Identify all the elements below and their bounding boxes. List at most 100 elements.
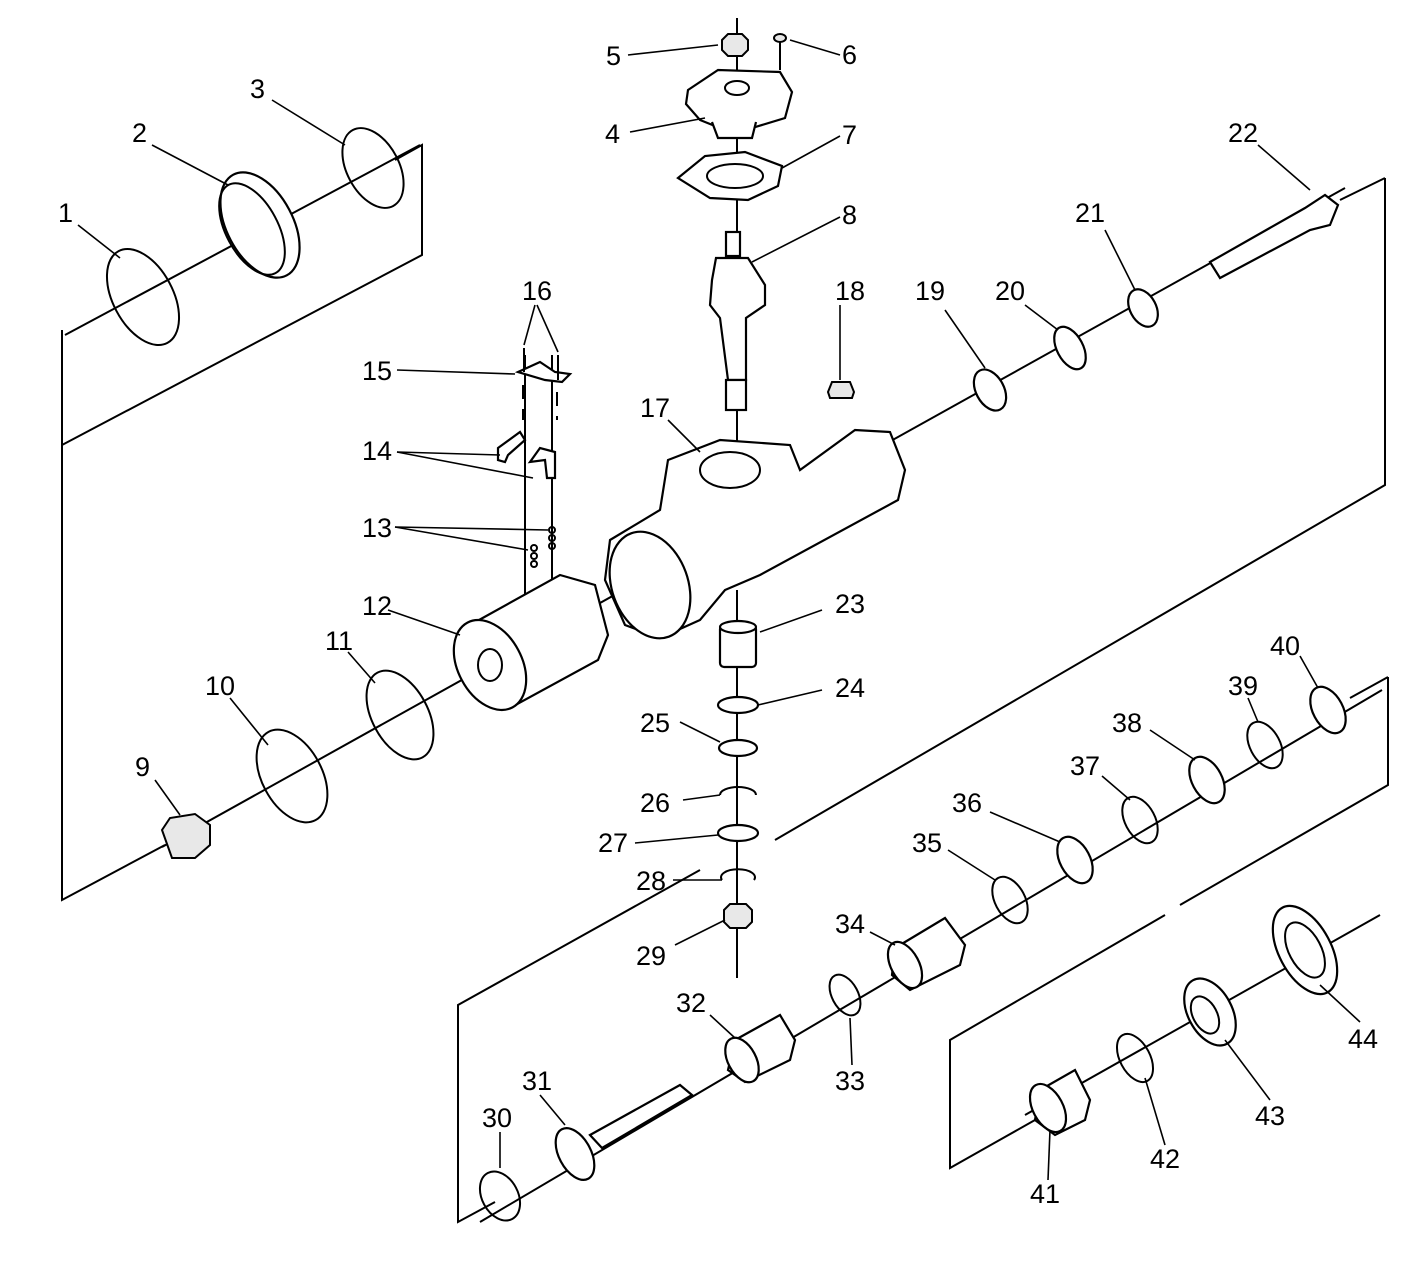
part-35-ring bbox=[991, 875, 1029, 925]
callout-31: 31 bbox=[522, 1066, 552, 1096]
part-21-washer bbox=[1127, 288, 1159, 328]
part-5-lock-nut bbox=[721, 33, 749, 57]
parts bbox=[105, 33, 1347, 1222]
part-39-ring bbox=[1246, 720, 1284, 770]
part-23-bushing-top bbox=[718, 619, 758, 635]
callout-33: 33 bbox=[835, 1066, 865, 1096]
part-17-housing-bore bbox=[608, 530, 692, 640]
callout-27: 27 bbox=[598, 828, 628, 858]
callout-11: 11 bbox=[325, 626, 353, 656]
part-33-ring bbox=[828, 973, 862, 1017]
part-12-piston-bore bbox=[477, 648, 503, 682]
part-30-ring bbox=[478, 1170, 522, 1222]
part-34-sleeve-face bbox=[886, 940, 924, 990]
part-10-ring bbox=[255, 728, 329, 824]
callout-2: 2 bbox=[132, 118, 147, 148]
part-27-seal bbox=[716, 823, 760, 843]
part-12-piston-face bbox=[452, 618, 528, 712]
part-36-seal bbox=[1056, 835, 1094, 885]
part-40-seal bbox=[1309, 685, 1347, 735]
callout-30: 30 bbox=[482, 1103, 512, 1133]
callout-41: 41 bbox=[1030, 1179, 1060, 1209]
panel-right-main bbox=[774, 178, 1386, 841]
callout-36: 36 bbox=[952, 788, 982, 818]
callout-15: 15 bbox=[362, 356, 392, 386]
callout-4: 4 bbox=[605, 119, 620, 149]
part-37-ring bbox=[1121, 795, 1159, 845]
panel-right-lower bbox=[1179, 677, 1389, 906]
callout-43: 43 bbox=[1255, 1101, 1285, 1131]
part-2-end-cover bbox=[219, 171, 301, 279]
part-44-lock-nut bbox=[1271, 904, 1339, 996]
callout-10: 10 bbox=[205, 671, 235, 701]
part-14-ball-guide-right bbox=[527, 446, 557, 480]
callout-20: 20 bbox=[995, 276, 1025, 306]
panel-right-lower-top bbox=[1349, 676, 1389, 699]
part-41-plug-face bbox=[1028, 1082, 1068, 1134]
callout-40: 40 bbox=[1270, 631, 1300, 661]
callout-37: 37 bbox=[1070, 751, 1100, 781]
part-31-valve-shaft bbox=[588, 1083, 694, 1150]
part-22-worm-shaft bbox=[1208, 193, 1340, 280]
panel-bottom-right bbox=[949, 914, 1166, 1170]
part-31-flange bbox=[554, 1127, 596, 1181]
part-14-ball-guide-left bbox=[496, 430, 527, 464]
callout-38: 38 bbox=[1112, 708, 1142, 738]
callout-labels: 1 2 3 4 5 6 7 8 9 10 11 12 13 14 15 16 1… bbox=[58, 40, 1378, 1209]
part-8-sector-shaft bbox=[708, 256, 767, 382]
callout-17: 17 bbox=[640, 393, 670, 423]
part-3-ring bbox=[341, 127, 405, 209]
part-43-bearing-inner bbox=[1189, 995, 1221, 1035]
part-8-shaft-top bbox=[724, 230, 742, 258]
callout-28: 28 bbox=[636, 866, 666, 896]
callout-21: 21 bbox=[1075, 198, 1105, 228]
part-28-retaining-ring bbox=[720, 868, 756, 881]
callout-23: 23 bbox=[835, 589, 865, 619]
part-4-side-cover bbox=[684, 68, 794, 132]
callout-42: 42 bbox=[1150, 1144, 1180, 1174]
callout-13: 13 bbox=[362, 513, 392, 543]
part-8-shaft-splines bbox=[724, 378, 748, 412]
part-4-center-hole bbox=[724, 80, 750, 96]
leader-lines bbox=[77, 39, 1361, 1181]
callout-12: 12 bbox=[362, 591, 392, 621]
callout-25: 25 bbox=[640, 708, 670, 738]
callout-35: 35 bbox=[912, 828, 942, 858]
callout-16: 16 bbox=[522, 276, 552, 306]
callout-1: 1 bbox=[58, 198, 73, 228]
part-32-bearing-face bbox=[724, 1036, 760, 1084]
callout-18: 18 bbox=[835, 276, 865, 306]
part-29-nut bbox=[723, 903, 753, 929]
frame-panels bbox=[61, 143, 1389, 1224]
part-25-washer bbox=[717, 738, 759, 758]
part-18-cap bbox=[826, 381, 856, 399]
panel-left-bottom bbox=[61, 745, 166, 902]
callout-26: 26 bbox=[640, 788, 670, 818]
callout-39: 39 bbox=[1228, 671, 1258, 701]
part-7-gasket bbox=[676, 150, 784, 202]
panel-right-top bbox=[1339, 177, 1386, 201]
callout-24: 24 bbox=[835, 673, 865, 703]
part-24-seal bbox=[716, 695, 760, 715]
part-43-bearing bbox=[1183, 977, 1237, 1047]
part-44-nut-bore bbox=[1284, 921, 1326, 979]
part-1-retaining-ring bbox=[105, 247, 181, 347]
part-6-bolt-head bbox=[773, 33, 787, 43]
callout-44: 44 bbox=[1348, 1024, 1378, 1054]
callout-6: 6 bbox=[842, 40, 857, 70]
callout-29: 29 bbox=[636, 941, 666, 971]
callout-8: 8 bbox=[842, 200, 857, 230]
part-17-sector-opening bbox=[699, 451, 761, 489]
part-7-gasket-hole bbox=[706, 163, 764, 189]
callout-14: 14 bbox=[362, 436, 392, 466]
callout-32: 32 bbox=[676, 988, 706, 1018]
part-4-cover-boss bbox=[710, 121, 758, 140]
callout-19: 19 bbox=[915, 276, 945, 306]
callout-5: 5 bbox=[606, 41, 621, 71]
part-11-ring bbox=[365, 669, 435, 761]
part-20-thrust-bearing bbox=[1053, 325, 1087, 371]
part-2-cover-inner bbox=[218, 182, 286, 276]
callout-22: 22 bbox=[1228, 118, 1258, 148]
callout-9: 9 bbox=[135, 752, 150, 782]
part-42-ring bbox=[1115, 1032, 1155, 1084]
